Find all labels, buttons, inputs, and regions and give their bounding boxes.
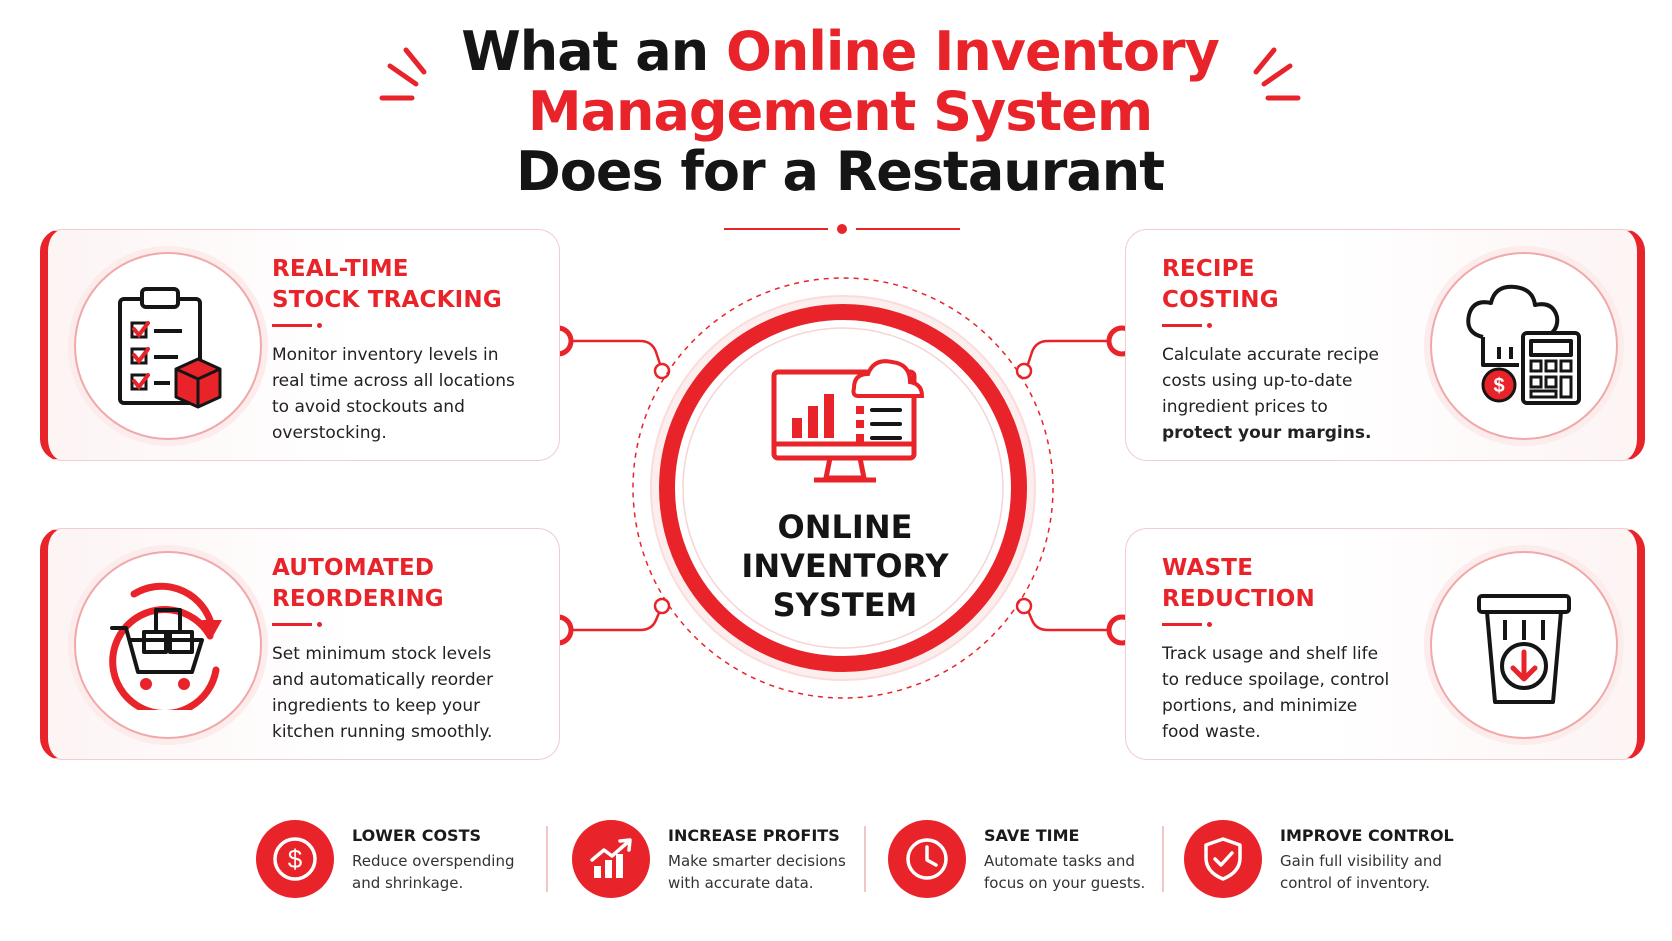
title-line1-red: Online Inventory xyxy=(725,20,1220,83)
feature-title: AUTOMATED REORDERING xyxy=(272,553,444,615)
benefit-divider xyxy=(546,826,548,892)
center-label-line3: SYSTEM xyxy=(772,586,918,624)
benefit-icon-circle: $ xyxy=(256,820,334,898)
feature-card-waste-reduction: WASTE REDUCTION Track usage and shelf li… xyxy=(1125,528,1645,760)
benefit-divider xyxy=(864,826,866,892)
feature-desc-bold: protect your margins. xyxy=(1162,423,1372,443)
benefit-lower-costs: $ LOWER COSTS Reduce overspending and sh… xyxy=(256,820,546,900)
benefit-desc: Automate tasks and focus on your guests. xyxy=(984,852,1146,892)
benefit-icon-circle xyxy=(888,820,966,898)
feature-title: RECIPE COSTING xyxy=(1162,254,1279,316)
svg-text:$: $ xyxy=(1493,375,1504,397)
feature-desc: Calculate accurate recipe costs using up… xyxy=(1162,342,1392,446)
feature-title-line1: AUTOMATED xyxy=(272,555,435,581)
benefit-desc: Reduce overspending and shrinkage. xyxy=(352,852,515,892)
page-title: What an Online Inventory Management Syst… xyxy=(300,22,1380,202)
feature-card-reordering: AUTOMATED REORDERING Set minimum stock l… xyxy=(40,528,560,760)
cart-reorder-icon xyxy=(109,582,222,710)
benefit-title: SAVE TIME xyxy=(984,826,1080,845)
feature-icon-circle xyxy=(74,551,262,739)
feature-icon-circle xyxy=(74,252,262,440)
burst-left-icon xyxy=(379,47,427,101)
benefit-icon-circle xyxy=(572,820,650,898)
feature-icon-circle xyxy=(1430,551,1618,739)
feature-title-line1: REAL-TIME xyxy=(272,256,409,282)
benefit-desc: Make smarter decisions with accurate dat… xyxy=(668,852,846,892)
center-label-line2: INVENTORY xyxy=(741,547,949,585)
benefit-increase-profits: INCREASE PROFITS Make smarter decisions … xyxy=(572,820,862,900)
benefit-divider xyxy=(1162,826,1164,892)
svg-text:$: $ xyxy=(288,844,303,874)
feature-title-line2: REORDERING xyxy=(272,586,444,612)
benefit-title: INCREASE PROFITS xyxy=(668,826,840,845)
feature-dash xyxy=(272,622,322,627)
clock-icon xyxy=(906,838,948,880)
clipboard-box-icon xyxy=(118,287,222,409)
center-label-line1: ONLINE xyxy=(777,508,913,546)
title-line-3: Does for a Restaurant xyxy=(515,140,1165,203)
feature-title-line1: WASTE xyxy=(1162,555,1254,581)
feature-title-line1: RECIPE xyxy=(1162,256,1255,282)
center-label: ONLINE INVENTORY SYSTEM xyxy=(700,508,990,625)
feature-card-recipe-costing: RECIPE COSTING Calculate accurate recipe… xyxy=(1125,229,1645,461)
feature-title-line2: STOCK TRACKING xyxy=(272,287,502,313)
benefit-improve-control: IMPROVE CONTROL Gain full visibility and… xyxy=(1184,820,1484,900)
burst-right-icon xyxy=(1253,47,1301,101)
feature-dash xyxy=(272,323,322,328)
title-line-2: Management System xyxy=(527,80,1153,143)
feature-icon-circle: $ xyxy=(1430,252,1618,440)
trash-bin-icon xyxy=(1477,594,1571,704)
benefit-icon-circle xyxy=(1184,820,1262,898)
feature-title-line2: REDUCTION xyxy=(1162,586,1315,612)
feature-desc: Monitor inventory levels in real time ac… xyxy=(272,345,515,443)
benefit-title: IMPROVE CONTROL xyxy=(1280,826,1454,845)
feature-title: WASTE REDUCTION xyxy=(1162,553,1315,615)
feature-card-stock-tracking: REAL-TIME STOCK TRACKING Monitor invento… xyxy=(40,229,560,461)
title-line1-dark: What an xyxy=(461,20,709,83)
chef-hat-calculator-icon: $ xyxy=(1466,284,1581,405)
feature-title-line2: COSTING xyxy=(1162,287,1279,313)
title-underline xyxy=(724,224,960,234)
benefit-save-time: SAVE TIME Automate tasks and focus on yo… xyxy=(888,820,1178,900)
growth-chart-icon xyxy=(590,838,632,878)
feature-desc: Track usage and shelf life to reduce spo… xyxy=(1162,644,1390,742)
computer-chart-cloud-icon xyxy=(771,359,925,483)
feature-desc: Set minimum stock levels and automatical… xyxy=(272,644,494,742)
benefit-desc: Gain full visibility and control of inve… xyxy=(1280,852,1442,892)
feature-dash xyxy=(1162,622,1212,627)
dollar-icon: $ xyxy=(273,837,317,881)
title-line-1: What an Online Inventory xyxy=(300,22,1380,82)
feature-title: REAL-TIME STOCK TRACKING xyxy=(272,254,502,316)
benefit-title: LOWER COSTS xyxy=(352,826,481,845)
feature-dash xyxy=(1162,323,1212,328)
shield-check-icon xyxy=(1204,837,1242,881)
feature-desc-text: Calculate accurate recipe costs using up… xyxy=(1162,345,1380,417)
